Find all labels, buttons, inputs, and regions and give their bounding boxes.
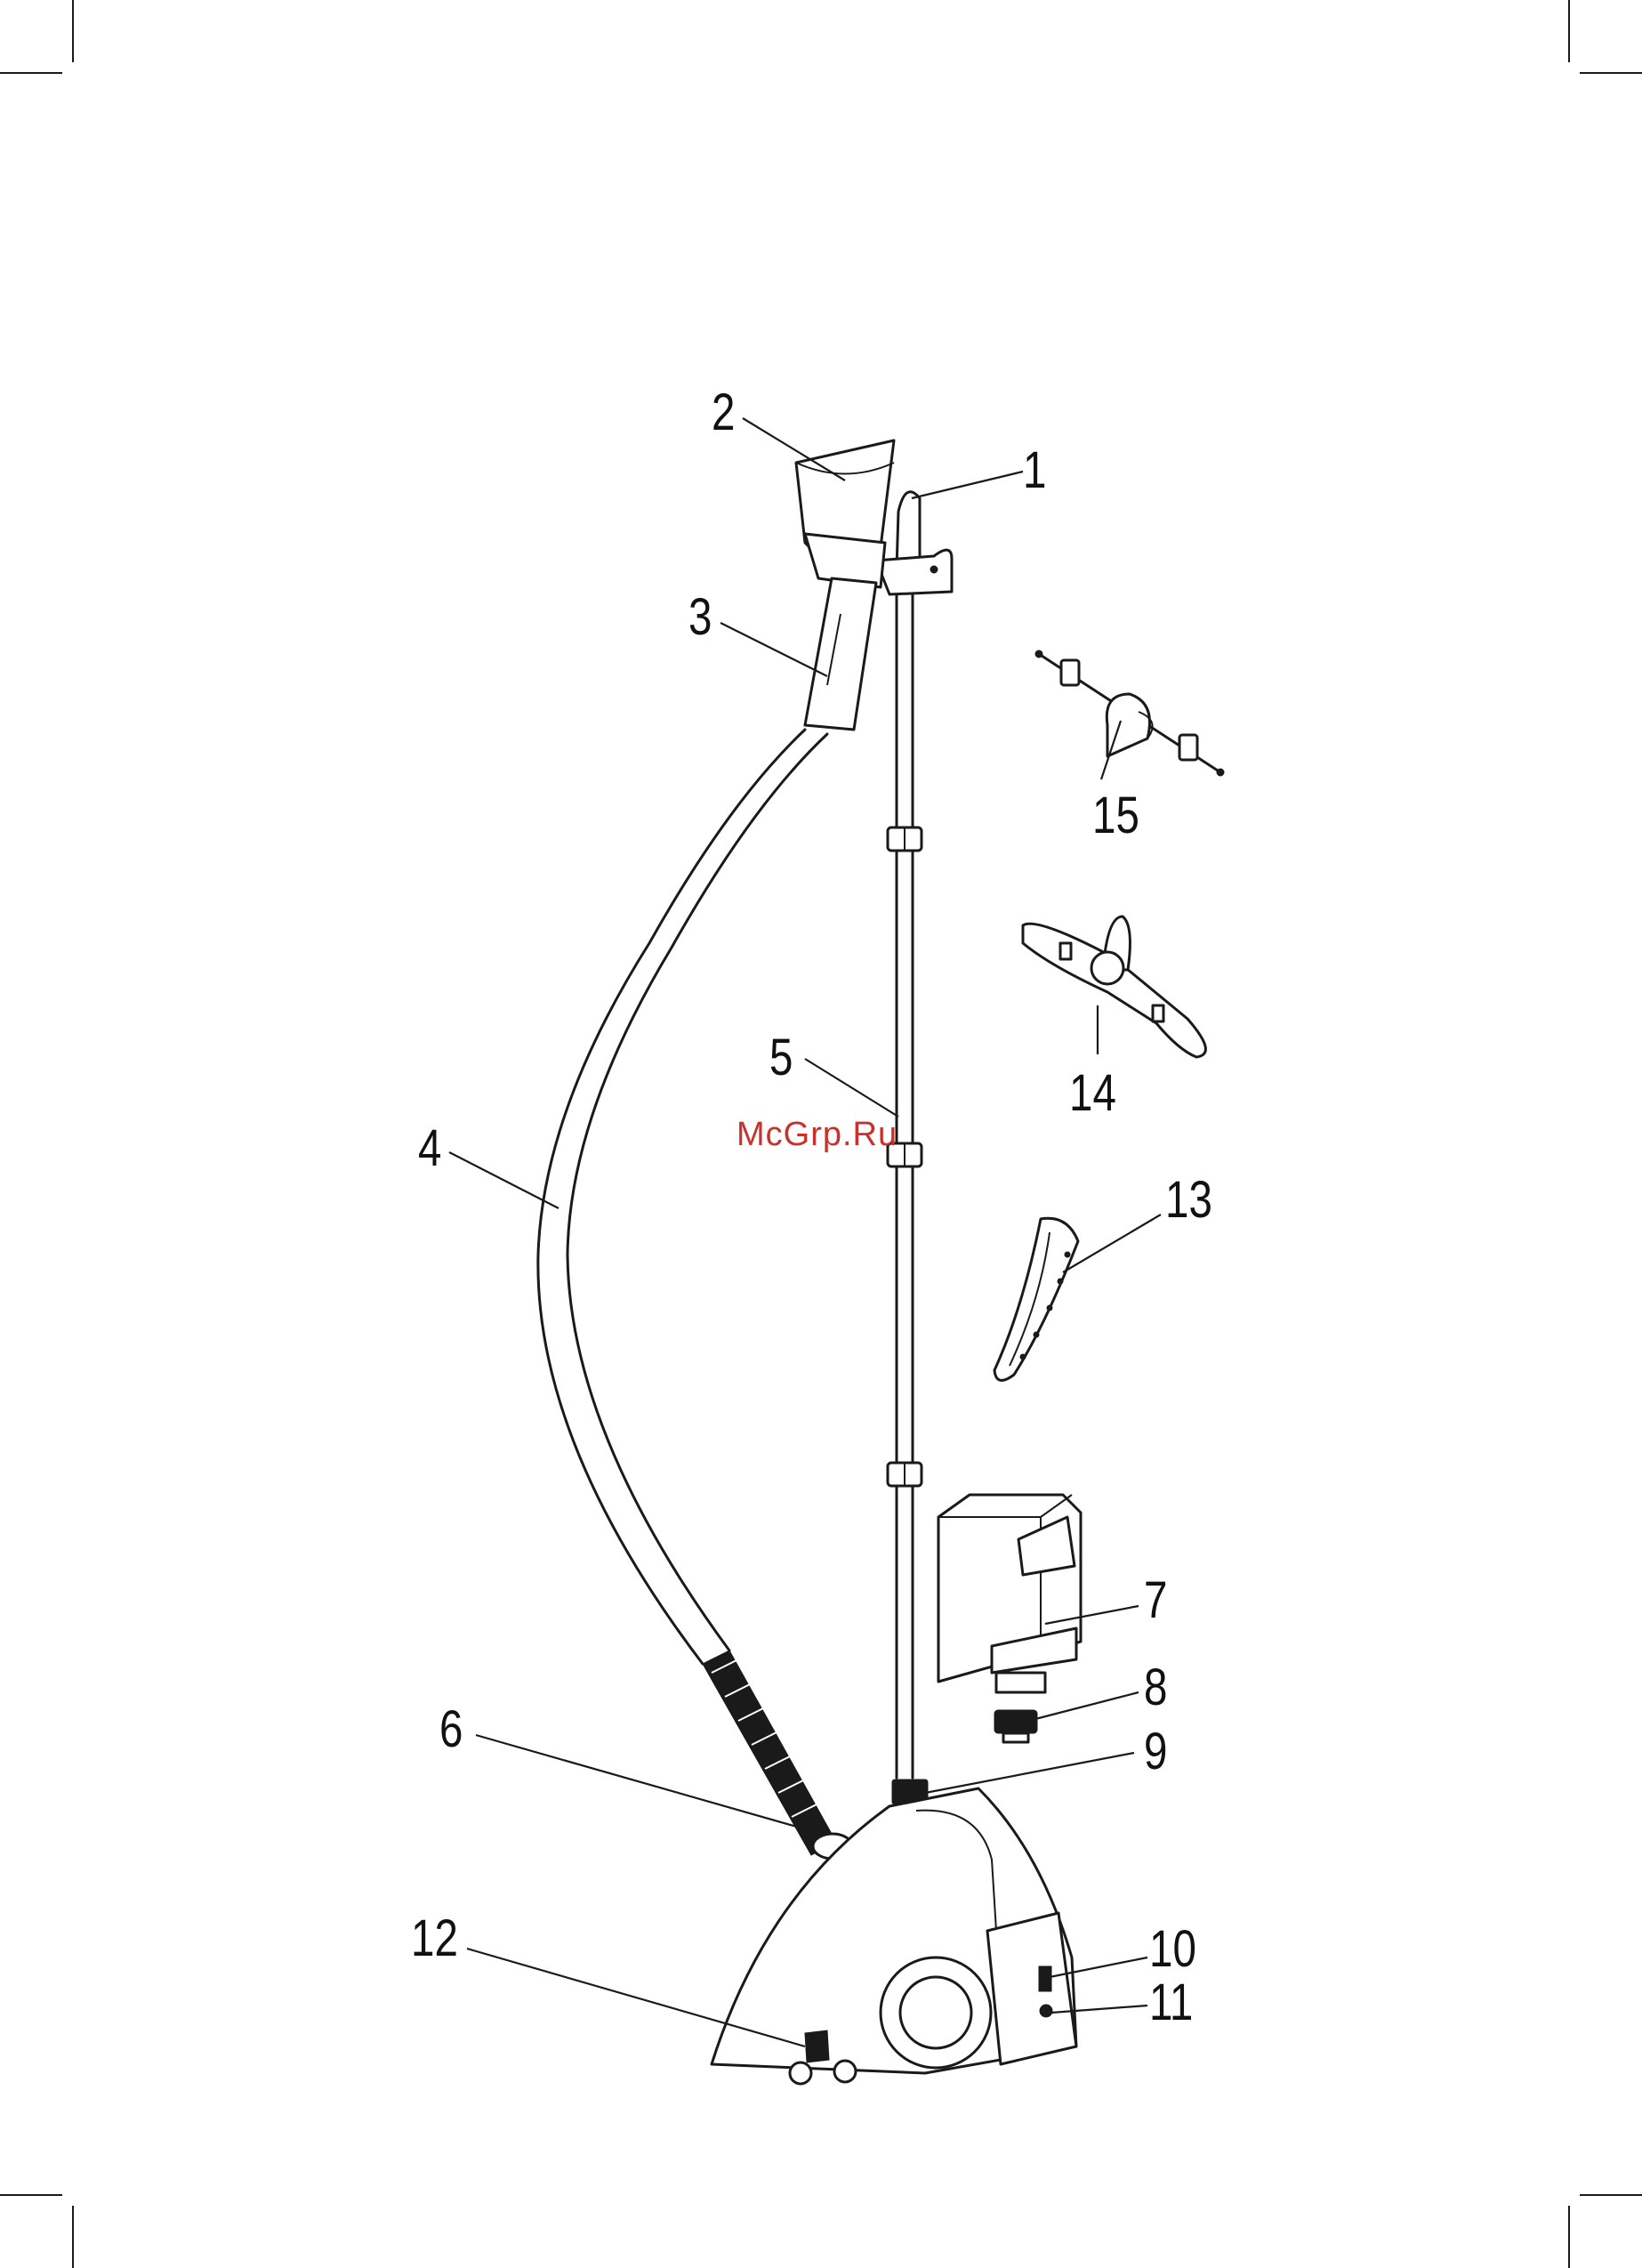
watermark: McGrp.Ru	[736, 1117, 897, 1152]
nozzle-holder	[876, 492, 952, 594]
callout-3: 3	[688, 592, 712, 643]
callout-4: 4	[418, 1123, 441, 1174]
shirt-hanger	[1023, 916, 1205, 1057]
callout-13: 13	[1165, 1174, 1212, 1226]
callout-1: 1	[1023, 445, 1046, 496]
telescopic-pole	[888, 583, 922, 1778]
callout-9: 9	[1144, 1726, 1167, 1778]
callout-14: 14	[1069, 1068, 1116, 1119]
callout-5: 5	[769, 1032, 793, 1084]
callout-6: 6	[439, 1704, 463, 1755]
callout-11: 11	[1149, 1977, 1193, 2029]
pants-hanger	[1035, 650, 1224, 776]
water-tank	[938, 1495, 1081, 1692]
steam-hose	[538, 730, 852, 1859]
callout-12: 12	[411, 1913, 458, 1965]
steam-nozzle-and-handle	[796, 440, 894, 730]
callout-7: 7	[1144, 1575, 1167, 1626]
callout-15: 15	[1092, 790, 1139, 842]
crease-brush	[994, 1218, 1078, 1380]
callout-2: 2	[712, 387, 735, 439]
callout-10: 10	[1149, 1924, 1196, 1975]
tank-cap	[994, 1710, 1037, 1742]
base-housing	[712, 1788, 1076, 2084]
callout-8: 8	[1144, 1662, 1167, 1714]
